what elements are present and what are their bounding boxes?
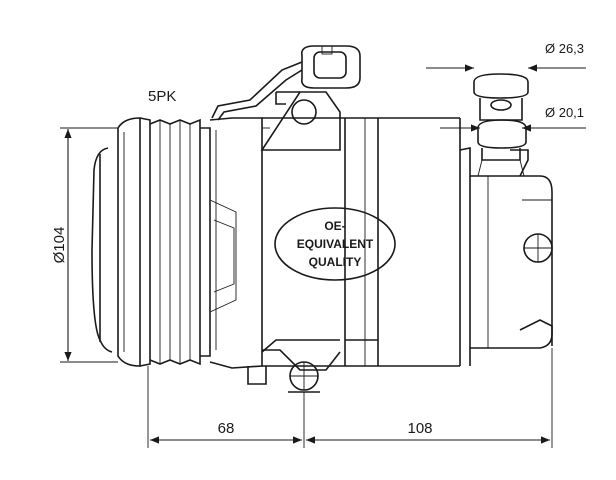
length-front-label: 68 xyxy=(218,420,235,437)
dimension-port-small: Ø 20,1 xyxy=(440,105,586,132)
badge-line-1: OE- xyxy=(324,219,345,233)
pulley xyxy=(91,117,211,367)
dimension-port-large: Ø 26,3 xyxy=(426,41,586,72)
badge-line-3: QUALITY xyxy=(309,255,362,269)
port-small-label: Ø 20,1 xyxy=(545,105,584,120)
ports xyxy=(473,73,529,177)
compressor-body xyxy=(209,91,553,393)
dimension-pulley-diameter: Ø104 xyxy=(51,127,118,363)
port-large-label: Ø 26,3 xyxy=(545,41,584,56)
pulley-diameter-label: Ø104 xyxy=(51,227,68,264)
connector xyxy=(211,45,361,121)
belt-label: 5PK xyxy=(148,88,176,105)
badge-line-2: EQUIVALENT xyxy=(297,237,374,251)
dimension-lengths: 68 108 xyxy=(147,348,553,448)
oe-badge: OE- EQUIVALENT QUALITY xyxy=(274,207,396,281)
length-body-label: 108 xyxy=(407,420,432,437)
